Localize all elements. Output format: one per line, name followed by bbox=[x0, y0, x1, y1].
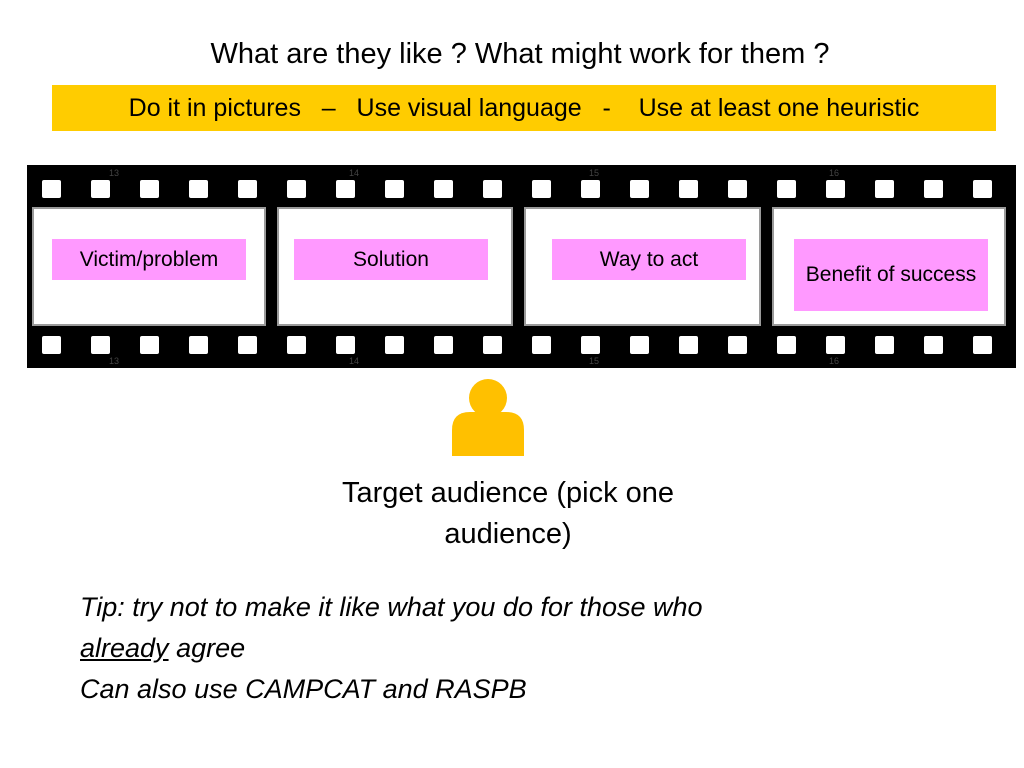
sprocket-hole bbox=[924, 336, 943, 354]
sprocket-hole bbox=[336, 336, 355, 354]
instruction-banner: Do it in pictures – Use visual language … bbox=[52, 85, 996, 131]
frame-number-bottom: 15 bbox=[589, 356, 600, 366]
frame-number-top: 14 bbox=[349, 168, 360, 178]
sprocket-hole bbox=[189, 336, 208, 354]
sprocket-hole bbox=[434, 180, 453, 198]
frame-number-top: 13 bbox=[109, 168, 120, 178]
tip-line-3: Can also use CAMPCAT and RASPB bbox=[80, 674, 527, 704]
sprocket-hole bbox=[973, 336, 992, 354]
sprocket-holes-top bbox=[27, 178, 1016, 200]
sprocket-hole bbox=[91, 336, 110, 354]
sprocket-hole bbox=[679, 180, 698, 198]
stage-label-victim-problem: Victim/problem bbox=[52, 239, 246, 280]
sprocket-holes-bottom bbox=[27, 334, 1016, 356]
person-body bbox=[452, 412, 524, 456]
tip-line-1: Tip: try not to make it like what you do… bbox=[80, 592, 703, 622]
sprocket-hole bbox=[630, 180, 649, 198]
person-icon bbox=[452, 379, 524, 456]
sprocket-hole bbox=[189, 180, 208, 198]
sprocket-hole bbox=[875, 336, 894, 354]
stage-label-way-to-act: Way to act bbox=[552, 239, 746, 280]
sprocket-hole bbox=[728, 180, 747, 198]
sprocket-hole bbox=[287, 336, 306, 354]
sprocket-hole bbox=[973, 180, 992, 198]
frame-number-bottom: 13 bbox=[109, 356, 120, 366]
person-head bbox=[469, 379, 507, 417]
sprocket-hole bbox=[483, 180, 502, 198]
stage-label-benefit-of-success: Benefit of success bbox=[794, 239, 988, 311]
sprocket-hole bbox=[924, 180, 943, 198]
sprocket-hole bbox=[483, 336, 502, 354]
sprocket-hole bbox=[140, 180, 159, 198]
tip-line-2: already agree bbox=[80, 628, 1000, 669]
sprocket-hole bbox=[91, 180, 110, 198]
frame-number-top: 16 bbox=[829, 168, 840, 178]
sprocket-hole bbox=[385, 180, 404, 198]
sprocket-hole bbox=[581, 180, 600, 198]
stage-label-solution: Solution bbox=[294, 239, 488, 280]
sprocket-hole bbox=[777, 336, 796, 354]
sprocket-hole bbox=[385, 336, 404, 354]
sprocket-hole bbox=[42, 180, 61, 198]
sprocket-hole bbox=[238, 336, 257, 354]
sprocket-hole bbox=[875, 180, 894, 198]
sprocket-hole bbox=[140, 336, 159, 354]
sprocket-hole bbox=[630, 336, 649, 354]
sprocket-hole bbox=[434, 336, 453, 354]
sprocket-hole bbox=[287, 180, 306, 198]
sprocket-hole bbox=[238, 180, 257, 198]
tip-text: Tip: try not to make it like what you do… bbox=[80, 587, 1000, 710]
sprocket-hole bbox=[336, 180, 355, 198]
sprocket-hole bbox=[679, 336, 698, 354]
frame-number-top: 15 bbox=[589, 168, 600, 178]
frame-number-bottom: 16 bbox=[829, 356, 840, 366]
sprocket-hole bbox=[532, 180, 551, 198]
sprocket-hole bbox=[532, 336, 551, 354]
sprocket-hole bbox=[777, 180, 796, 198]
filmstrip: 13 14 15 16 13 14 15 16 Victim/problem S… bbox=[27, 165, 1016, 368]
target-audience-label: Target audience (pick one audience) bbox=[341, 477, 675, 550]
sprocket-hole bbox=[581, 336, 600, 354]
tip-line-2-rest: agree bbox=[168, 633, 246, 663]
tip-emphasis: already bbox=[80, 633, 169, 663]
frame-number-bottom: 14 bbox=[349, 356, 360, 366]
sprocket-hole bbox=[42, 336, 61, 354]
sprocket-hole bbox=[728, 336, 747, 354]
sprocket-hole bbox=[826, 180, 845, 198]
sprocket-hole bbox=[826, 336, 845, 354]
slide-title: What are they like ? What might work for… bbox=[210, 38, 830, 70]
